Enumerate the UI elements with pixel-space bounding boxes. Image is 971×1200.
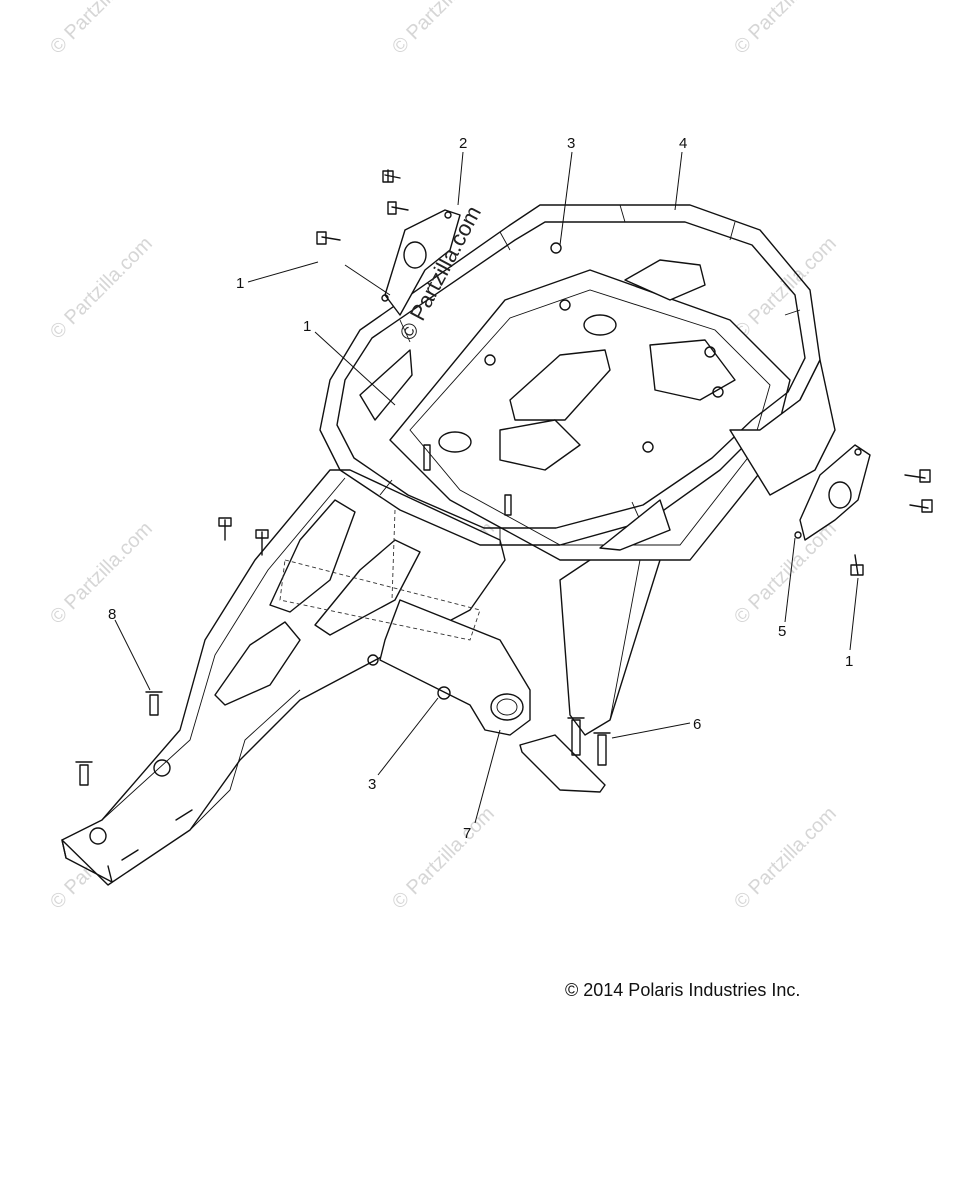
nut: [437, 686, 451, 700]
bolt: [145, 691, 163, 716]
bolt: [593, 732, 611, 766]
callout-1: 1: [303, 318, 311, 335]
copyright-notice: © 2014 Polaris Industries Inc.: [565, 980, 801, 1000]
callout-3: 3: [567, 135, 575, 152]
watermark: © Partzilla.com: [730, 233, 841, 344]
nut: [550, 242, 562, 254]
bolt: [904, 469, 931, 483]
nut: [712, 386, 724, 398]
bolt: [504, 494, 512, 516]
callouts: 1 2 3 4 1 1 5 8 6 3 7: [108, 135, 853, 842]
watermark: © Partzilla.com: [388, 0, 499, 59]
bolt: [255, 529, 269, 556]
nut: [484, 354, 496, 366]
watermark: © Partzilla.com: [730, 803, 841, 914]
leader-lines: [114, 151, 859, 824]
bolt: [75, 761, 93, 786]
bolt: [316, 231, 341, 245]
bracket-left: [381, 209, 461, 316]
callout-1: 1: [236, 275, 244, 292]
rack: [319, 204, 836, 561]
watermark: © Partzilla.com: [730, 0, 841, 59]
bolt: [567, 717, 585, 756]
bolt: [850, 554, 864, 576]
watermark: © Partzilla.com: [46, 233, 157, 344]
bolt: [218, 517, 232, 541]
callout-5: 5: [778, 623, 786, 640]
nut: [642, 441, 654, 453]
bolt: [382, 169, 401, 183]
watermark: © Partzilla.com: [46, 518, 157, 629]
nut: [367, 654, 379, 666]
callout-2: 2: [459, 135, 467, 152]
bolt: [387, 201, 409, 215]
watermark: © Partzilla.com: [46, 0, 157, 59]
fasteners: [75, 169, 933, 786]
nut: [704, 346, 716, 358]
watermark: © Partzilla.com: [388, 803, 499, 914]
callout-3: 3: [368, 776, 376, 793]
callout-1: 1: [845, 653, 853, 670]
bolt: [423, 444, 431, 471]
nut: [559, 299, 571, 311]
bolt: [909, 499, 933, 513]
callout-4: 4: [679, 135, 687, 152]
callout-6: 6: [693, 716, 701, 733]
bracket-right: [794, 444, 871, 541]
callout-8: 8: [108, 606, 116, 623]
callout-7: 7: [463, 825, 471, 842]
watermark: © Partzilla.com: [730, 518, 841, 629]
